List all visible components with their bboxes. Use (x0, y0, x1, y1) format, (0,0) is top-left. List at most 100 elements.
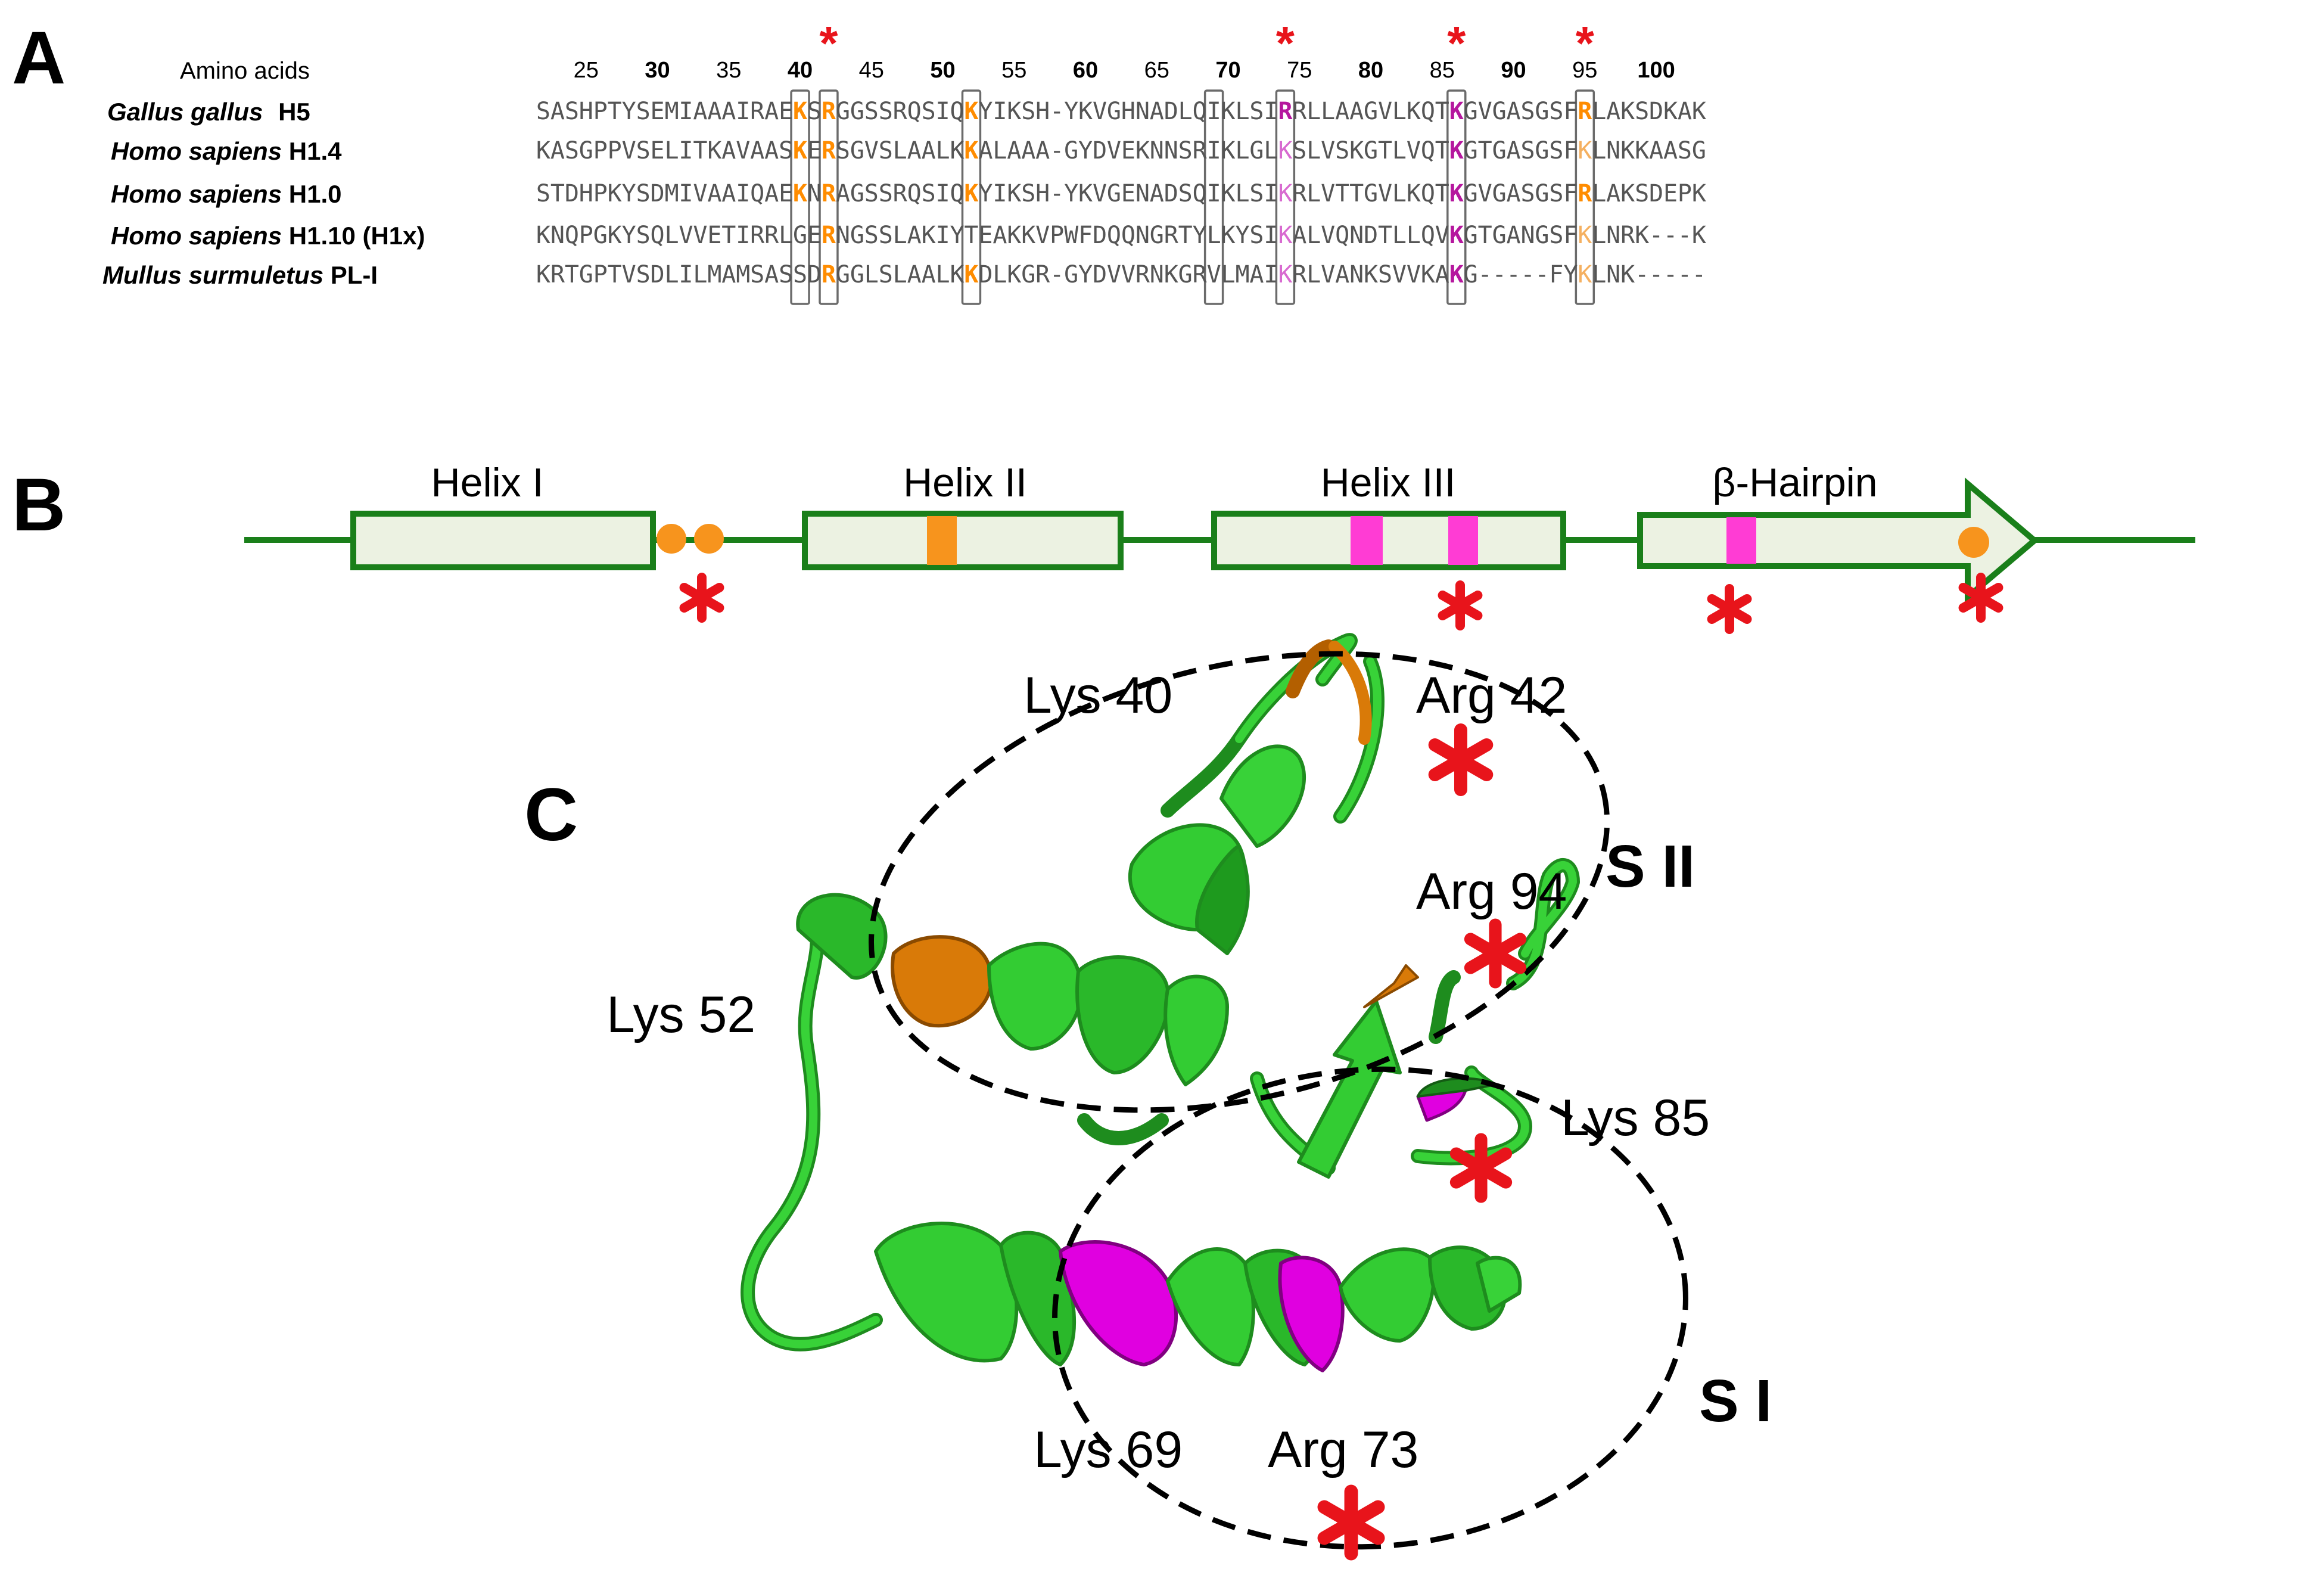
panel-a-label: A (12, 17, 66, 100)
species-name-4: Homo sapiens H1.10 (H1x) (111, 222, 425, 250)
residue-char: V (1392, 261, 1407, 288)
residue-char: V (693, 180, 707, 207)
residue-char: L (1264, 137, 1278, 164)
residue-char: S (1021, 180, 1035, 207)
residue-char: G (850, 137, 864, 164)
residue-char: T (550, 180, 565, 207)
residue-char: I (679, 137, 693, 164)
residue-char: A (1150, 98, 1164, 125)
residue-char: Q (565, 222, 579, 249)
residue-char: Q (1421, 98, 1435, 125)
residue-char: R (893, 98, 908, 125)
residue-char: I (936, 180, 950, 207)
residue-char: Q (950, 180, 964, 207)
residue-char: A (1663, 137, 1678, 164)
residue-char: N (1349, 222, 1364, 249)
residue-char: S (1549, 180, 1563, 207)
residue-char: I (1207, 180, 1221, 207)
residue-char: V (864, 137, 879, 164)
residue-char: S (1249, 180, 1264, 207)
residue-char: D (1164, 98, 1178, 125)
star-helix3 (1443, 585, 1478, 626)
residue-char: A (1435, 261, 1449, 288)
residue-char: Y (1064, 180, 1078, 207)
residue-char: L (1235, 137, 1249, 164)
residue-char: I (1264, 261, 1278, 288)
residue-label-lys52: Lys 52 (606, 986, 755, 1043)
residue-char: I (993, 180, 1007, 207)
alignment-stars: **** (819, 17, 1594, 70)
residue-char: L (1207, 222, 1221, 249)
residue-band-arg73 (1448, 516, 1478, 565)
residue-char: R (822, 98, 836, 125)
residue-char: H (1035, 98, 1050, 125)
residue-char: V (1321, 261, 1335, 288)
residue-char: A (1606, 98, 1620, 125)
residue-char: S (864, 98, 879, 125)
residue-char: A (764, 137, 779, 164)
residue-char: P (593, 137, 608, 164)
highlight-box (961, 89, 982, 305)
residue-char: K (1635, 137, 1649, 164)
residue-char: L (936, 261, 950, 288)
residue-char: T (608, 261, 622, 288)
residue-char: S (879, 261, 893, 288)
residue-char: S (1678, 137, 1692, 164)
residue-char: S (779, 261, 793, 288)
residue-char: T (1435, 98, 1449, 125)
residue-char: G (1535, 137, 1549, 164)
residue-char: A (922, 137, 936, 164)
residue-char: D (1649, 180, 1663, 207)
residue-char: L (1306, 261, 1321, 288)
residue-char: S (636, 261, 651, 288)
residue-char: T (1435, 180, 1449, 207)
residue-char: K (1620, 137, 1635, 164)
residue-char: S (922, 98, 936, 125)
position-tick: 95 (1572, 58, 1597, 83)
residue-char: L (1392, 98, 1407, 125)
position-tick: 50 (930, 58, 955, 83)
residue-char: S (1520, 180, 1535, 207)
residue-char: L (664, 222, 679, 249)
residue-char: Y (950, 222, 964, 249)
residue-char: V (622, 137, 636, 164)
residue-char: A (1349, 98, 1364, 125)
residue-char: F (1563, 180, 1578, 207)
residue-char: Q (907, 180, 922, 207)
residue-char: V (1478, 98, 1492, 125)
residue-char: R (1135, 261, 1150, 288)
residue-char: Q (1421, 137, 1435, 164)
residue-char: V (1093, 98, 1107, 125)
residue-char: R (750, 222, 765, 249)
position-tick: 100 (1637, 58, 1675, 83)
residue-char: R (1578, 180, 1592, 207)
residue-char: K (964, 137, 978, 164)
residue-char: S (879, 98, 893, 125)
residue-char: E (1663, 180, 1678, 207)
residue-char: Y (1078, 261, 1093, 288)
residue-char: A (1035, 137, 1050, 164)
residue-char: - (1535, 261, 1549, 288)
helix-3-label: Helix III (1321, 460, 1456, 505)
highlight-box (1446, 89, 1467, 305)
residue-char: K (1221, 137, 1236, 164)
residue-char: A (1249, 261, 1264, 288)
residue-char: G (793, 222, 807, 249)
amino-acids-header: Amino acids (180, 58, 310, 84)
residue-char: K (793, 98, 807, 125)
residue-char: S (636, 137, 651, 164)
residue-char: Y (1078, 137, 1093, 164)
position-tick: 55 (1001, 58, 1026, 83)
residue-char: Q (1193, 98, 1207, 125)
residue-char: A (1007, 137, 1021, 164)
residue-char: T (565, 261, 579, 288)
residue-char: - (1507, 261, 1521, 288)
residue-char: S (879, 180, 893, 207)
residue-char: K (1407, 98, 1421, 125)
residue-char: G (1021, 261, 1035, 288)
residue-char: G (1535, 180, 1549, 207)
residue-char: Y (978, 180, 993, 207)
residue-char: R (550, 261, 565, 288)
residue-char: - (1050, 261, 1064, 288)
